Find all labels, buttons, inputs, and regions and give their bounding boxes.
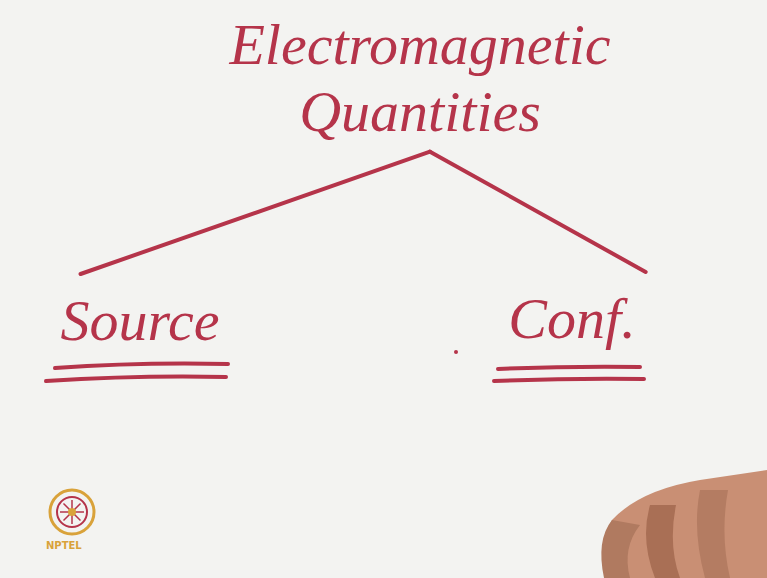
nptel-logo <box>50 490 94 534</box>
node-text: Source <box>20 288 260 355</box>
branch-term: Source <box>20 288 260 355</box>
presenter-hand <box>601 470 767 578</box>
logo-text: NPTEL <box>46 540 82 551</box>
branch-term: Conf. <box>472 286 672 353</box>
node-text: Conf. <box>472 286 672 353</box>
node-text: Electromagnetic Quantities <box>200 12 640 145</box>
pen-dot <box>454 350 458 354</box>
branch-line <box>430 152 646 272</box>
branch-line <box>81 152 430 274</box>
double-underline <box>46 364 644 382</box>
root-heading: Electromagnetic Quantities <box>200 12 640 145</box>
